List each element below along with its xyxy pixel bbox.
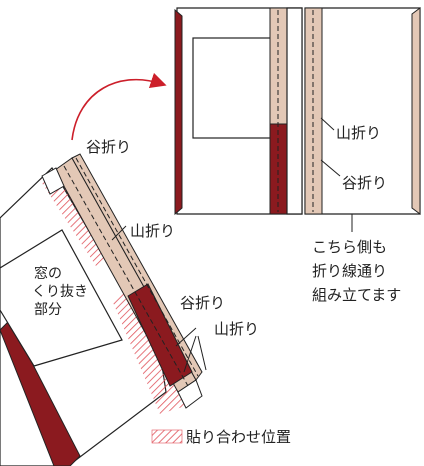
label-valley-fold-top: 谷折り bbox=[86, 138, 131, 156]
window-label-line-3: 部分 bbox=[34, 302, 62, 318]
note-line-3: 組み立てます bbox=[312, 286, 401, 304]
window-label-line-1: 窓の bbox=[34, 265, 62, 282]
legend-swatch bbox=[151, 429, 183, 444]
glue-area-upper bbox=[40, 168, 110, 266]
window-cutout bbox=[192, 37, 274, 139]
note-line-2: 折り線通り bbox=[312, 262, 387, 280]
label-mountain-fold-mid: 山折り bbox=[130, 222, 175, 240]
window-cutout-area bbox=[0, 229, 123, 367]
note-line-1: こちら側も bbox=[312, 238, 387, 256]
direction-arrow bbox=[71, 72, 167, 141]
legend-label: 貼り合わせ位置 bbox=[186, 428, 291, 446]
label-mountain-fold-lower: 山折り bbox=[214, 320, 259, 338]
label-mountain-fold-right: 山折り bbox=[336, 124, 381, 142]
unfolded-panel bbox=[0, 153, 207, 466]
folded-box-left bbox=[174, 7, 303, 216]
window-label-line-2: くり抜き bbox=[32, 284, 88, 300]
label-valley-fold-lower: 谷折り bbox=[180, 294, 225, 312]
label-valley-fold-right: 谷折り bbox=[342, 174, 387, 192]
folded-box-right bbox=[304, 7, 421, 232]
